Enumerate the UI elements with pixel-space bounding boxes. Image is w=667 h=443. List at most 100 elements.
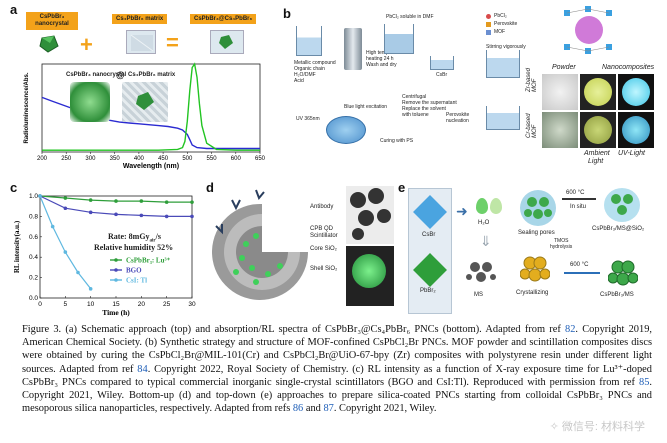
zr-powder-image: [542, 74, 578, 110]
cr-mof-label: Cr-based MOF: [526, 113, 538, 138]
crystallizing-icon: [519, 254, 551, 284]
water-drop-icon: [476, 198, 488, 214]
zr-mof-label: Zr-based MOF: [526, 68, 538, 92]
metallic-compound-text: Metallic compound: [294, 60, 336, 66]
panel-a-matrix-icon: [126, 30, 156, 54]
toluene-text: with toluene: [402, 112, 429, 118]
panel-c-y-tick-label: 0.2: [29, 275, 38, 282]
equals-icon: =: [166, 30, 179, 55]
caption-ref-2[interactable]: 84: [137, 363, 148, 375]
panel-a-inset-nanocrystal-image: [70, 82, 110, 122]
product-bottom-icon: [607, 258, 639, 288]
watermark: ✧ 微信号: 材料科学: [549, 421, 645, 433]
beaker-csbr-icon: [430, 56, 454, 70]
figure-caption: Figure 3. (a) Schematic approach (top) a…: [22, 323, 652, 415]
panel-c-point: [139, 213, 144, 218]
acid-text: Acid: [294, 78, 304, 84]
beaker-2-icon: [384, 24, 414, 54]
curing-text: Curing with PS: [380, 138, 414, 144]
panel-d-label: d: [206, 180, 214, 195]
ambient-label: Ambient: [584, 150, 610, 157]
crystallizing-label: Crystallizing: [516, 290, 549, 296]
panel-a-inset-nanocrystal: CsPbBr₃ nanocrystal: [66, 72, 127, 78]
stirring-text: Stirring vigorously: [486, 44, 526, 50]
csbr-text: CsBr: [436, 72, 448, 78]
nanocomposites-header: Nanocomposites: [602, 64, 655, 71]
panel-c-x-tick-label: 30: [188, 301, 196, 308]
replace-solvent-text: Replace the solvent: [402, 106, 446, 112]
nucleation-text: nucleation: [446, 118, 469, 124]
panel-d: Antibody CPB QD Scintillator Core SiO₂ S…: [212, 180, 396, 316]
panel-e-label: e: [398, 180, 406, 195]
panel-c-y-tick-label: 0.8: [29, 213, 38, 220]
panel-a-label: a: [10, 2, 18, 17]
arrow-right-icon: ➜: [456, 205, 468, 220]
caption-ref-1[interactable]: 82: [565, 324, 576, 335]
panel-c-point: [76, 270, 80, 275]
legend-mof-dot: [486, 30, 491, 35]
caption-ref-5[interactable]: 87: [323, 403, 334, 415]
panel-a-x-tick-label: 300: [85, 156, 96, 162]
panel-c-y-tick-label: 0.6: [29, 234, 38, 241]
legend-perovskite-text: Perovskite: [494, 21, 518, 27]
legend-pbcl2-dot: [486, 14, 491, 19]
panel-c-point: [88, 198, 93, 202]
panel-c-legend-label-1: BGO: [126, 267, 142, 275]
ms-icon: [466, 260, 496, 286]
caption-part-1: Figure 3. (a) Schematic approach (top) a…: [22, 324, 566, 335]
panel-a-composite-label: CsPbBr₃@Cs₄PbBr₆: [190, 14, 257, 24]
zr-uv-image: [618, 74, 654, 110]
panel-c-point: [88, 210, 93, 215]
rate-subscript: air: [149, 238, 156, 244]
scintillator-label: Scintillator: [310, 233, 338, 239]
core-shell-particle-image: [212, 189, 308, 300]
panel-c-point: [63, 250, 68, 254]
panel-c-point: [190, 200, 194, 204]
panel-c-y-tick-label: 0.0: [29, 295, 38, 302]
panel-c-point: [139, 199, 144, 203]
caption-part-2: . Copyright 2019, American Chemical Soci…: [22, 324, 652, 375]
panel-c-x-tick-label: 0: [38, 301, 42, 308]
centrifugal-text: Centrifugal: [402, 94, 427, 100]
caption-part-5: and: [303, 403, 324, 415]
panel-a-plot-frame: [41, 63, 261, 153]
panel-c-x-axis-label: Time (h): [102, 308, 130, 317]
pbbr2-label: PbBr₂: [420, 288, 436, 294]
zr-ambient-image: [580, 74, 616, 110]
caption-ref-4[interactable]: 86: [292, 403, 304, 415]
caption-ref-3[interactable]: 85: [639, 376, 650, 388]
wash-text: Wash and dry: [366, 62, 397, 68]
down-arrows-icon: ⇓: [480, 234, 492, 250]
autoclave-icon: [344, 28, 362, 70]
shell-sio2-label: Shell SiO₂: [310, 266, 338, 272]
humidity-text: Relative humidity 52%: [94, 243, 174, 252]
light-label: Light: [588, 158, 604, 165]
product-top-label: CsPbBr₃/MS@SiO₂: [592, 226, 645, 232]
panel-b: Metallic compound Organic chain H₂O/DMF …: [290, 0, 662, 180]
panel-a-matrix-label: Cs₄PbBr₆ matrix: [112, 14, 168, 24]
beaker-4-icon: [486, 106, 520, 130]
heating-text: heating 24 h: [366, 56, 394, 62]
tmos-label: TMOS: [554, 238, 569, 244]
panel-c-point: [164, 200, 169, 204]
panel-c-point: [38, 194, 42, 198]
water-drop-2-icon: [490, 198, 502, 214]
panel-c-point: [114, 199, 118, 203]
panel-c-point: [164, 214, 169, 219]
insitu-label: In situ: [570, 204, 587, 210]
panel-c-x-tick-label: 20: [138, 301, 146, 308]
panel-c-point: [114, 212, 118, 217]
panel-b-label: b: [283, 6, 291, 21]
legend-pbcl2-text: PbCl₂: [494, 13, 507, 19]
panel-a-x-tick-label: 200: [37, 156, 48, 162]
rate-value: Rate: 8mGy: [108, 232, 150, 241]
temp-bottom-label: 600 °C: [570, 262, 589, 268]
panel-e: CsBr PbBr₂ ➜ H₂O ⇓ MS Crystallizing TMOS…: [404, 184, 664, 318]
antibody-label: Antibody: [310, 204, 334, 210]
cr-uv-image: [618, 112, 654, 148]
panel-a-x-tick-label: 450: [158, 156, 169, 162]
solvent-text: H₂O/DMF: [294, 72, 316, 78]
panel-a-inset-matrix: Cs₄PbBr₆ matrix: [128, 72, 176, 78]
